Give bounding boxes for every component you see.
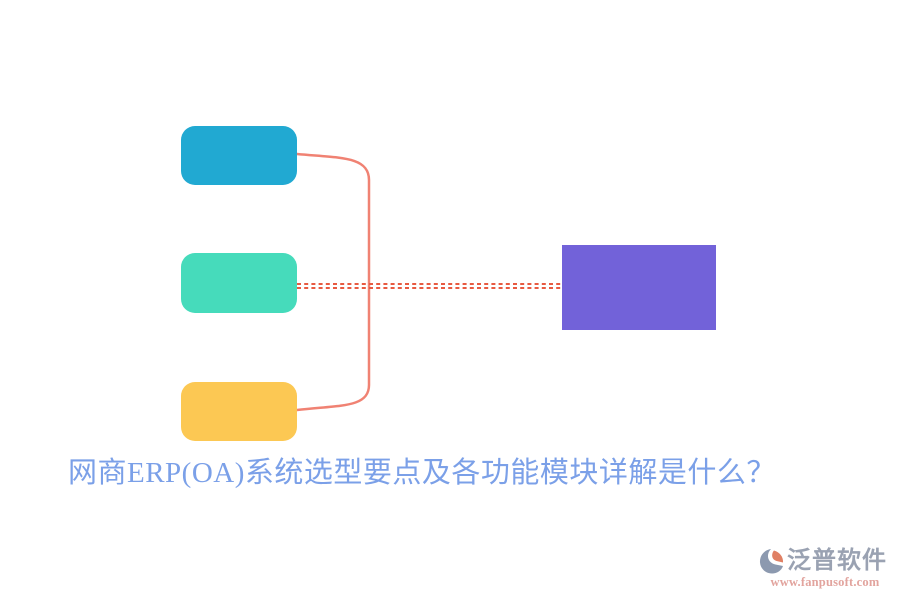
watermark: 泛普软件 www.fanpusoft.com — [758, 548, 892, 590]
page-title: 网商ERP(OA)系统选型要点及各功能模块详解是什么？ — [68, 457, 776, 489]
watermark-brand-text: 泛普软件 — [787, 548, 887, 575]
diagram-box-middle — [181, 253, 297, 313]
watermark-brand-row: 泛普软件 — [758, 548, 892, 575]
diagram-box-top — [181, 126, 297, 185]
fanpu-logo-icon — [759, 549, 784, 574]
diagram-box-bottom — [181, 382, 297, 441]
bracket-connector — [295, 152, 371, 412]
watermark-url-text: www.fanpusoft.com — [770, 575, 880, 589]
fanpu-logo-grey-swoosh — [759, 549, 783, 574]
fanpu-logo-orange-petal — [772, 550, 784, 563]
diagram-box-result — [562, 245, 716, 330]
